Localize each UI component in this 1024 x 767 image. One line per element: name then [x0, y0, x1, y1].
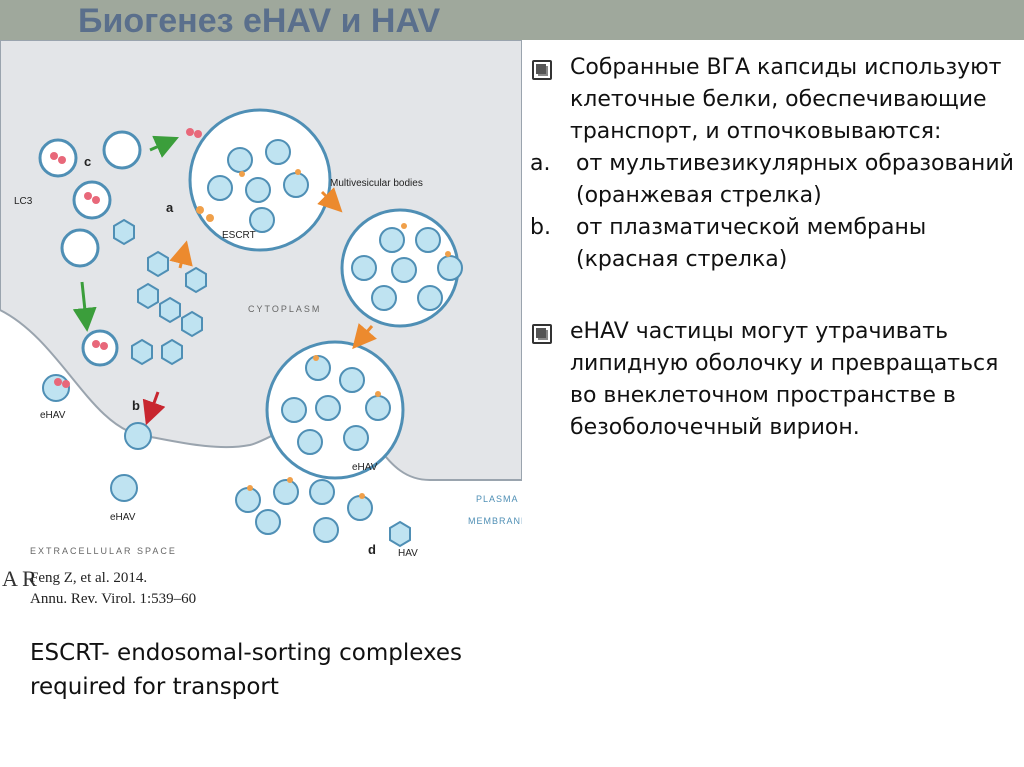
label-lc3: LC3: [14, 196, 33, 207]
bullet-2: eHAV частицы могут утрачивать липидную о…: [528, 316, 1018, 444]
title-bar: [0, 0, 1024, 40]
escrt-definition: ESCRT- endosomal-sorting complexes requi…: [30, 640, 462, 700]
label-ehav-3: eHAV: [110, 512, 136, 523]
bullet-text: Собранные ВГА капсиды используют клеточн…: [528, 52, 1018, 444]
slide-title: Биогенез eHAV и HAV: [78, 2, 441, 40]
bullet-2-text: eHAV частицы могут утрачивать липидную о…: [570, 319, 999, 440]
label-ehav-2: eHAV: [352, 462, 378, 473]
mvb-middle-capsids: [351, 227, 463, 311]
green-arrow-down: [72, 281, 97, 332]
sub-item-b: b. от плазматической мембраны (красная с…: [528, 212, 1018, 276]
label-b: b: [132, 398, 140, 413]
label-mvb: Multivesicular bodies: [330, 178, 423, 189]
escrt-marks: [196, 169, 451, 499]
sub-item-b-text: от плазматической мембраны (красная стре…: [576, 215, 927, 272]
mvb-budding-capsids: [281, 355, 391, 455]
label-a: a: [166, 200, 174, 215]
sub-item-b-marker: b.: [530, 215, 551, 240]
label-cytoplasm: CYTOPLASM: [248, 304, 321, 314]
green-arrow-top: [149, 135, 179, 158]
label-escrt: ESCRT: [222, 230, 256, 241]
label-d: d: [368, 542, 376, 557]
label-c: c: [84, 154, 91, 169]
released-ehav: [42, 374, 373, 543]
sub-item-a-text: от мультивезикулярных образований (оранж…: [576, 151, 1014, 208]
sub-item-a: a. от мультивезикулярных образований (ор…: [528, 148, 1018, 212]
sub-item-a-marker: a.: [530, 151, 551, 176]
bullet-1: Собранные ВГА капсиды используют клеточн…: [528, 52, 1018, 148]
orange-arrow-2: [317, 187, 343, 213]
biogenesis-diagram: c LC3 a ESCRT Multivesicular bodies CYTO…: [0, 40, 522, 559]
bullet-1-text: Собранные ВГА капсиды используют клеточн…: [570, 55, 1002, 144]
credit-line-1: Feng Z, et al. 2014.: [30, 570, 148, 586]
autophagy-vesicles: [38, 130, 142, 367]
label-ehav-1: eHAV: [40, 410, 66, 421]
orange-arrow-3: [352, 323, 377, 350]
credit-line-2: Annu. Rev. Virol. 1:539–60: [30, 591, 197, 607]
orange-arrow-1: [169, 240, 193, 269]
label-hav: HAV: [398, 548, 418, 559]
label-extracellular: EXTRACELLULAR SPACE: [30, 546, 177, 556]
annual-reviews-logo: A R: [2, 566, 37, 591]
checkbox-bullet-icon: [532, 324, 552, 344]
lc3-dots: [50, 128, 202, 388]
red-arrow: [142, 391, 166, 426]
free-capsids: [113, 218, 411, 548]
label-plasma: PLASMA: [476, 494, 519, 504]
checkbox-bullet-icon: [532, 60, 552, 80]
